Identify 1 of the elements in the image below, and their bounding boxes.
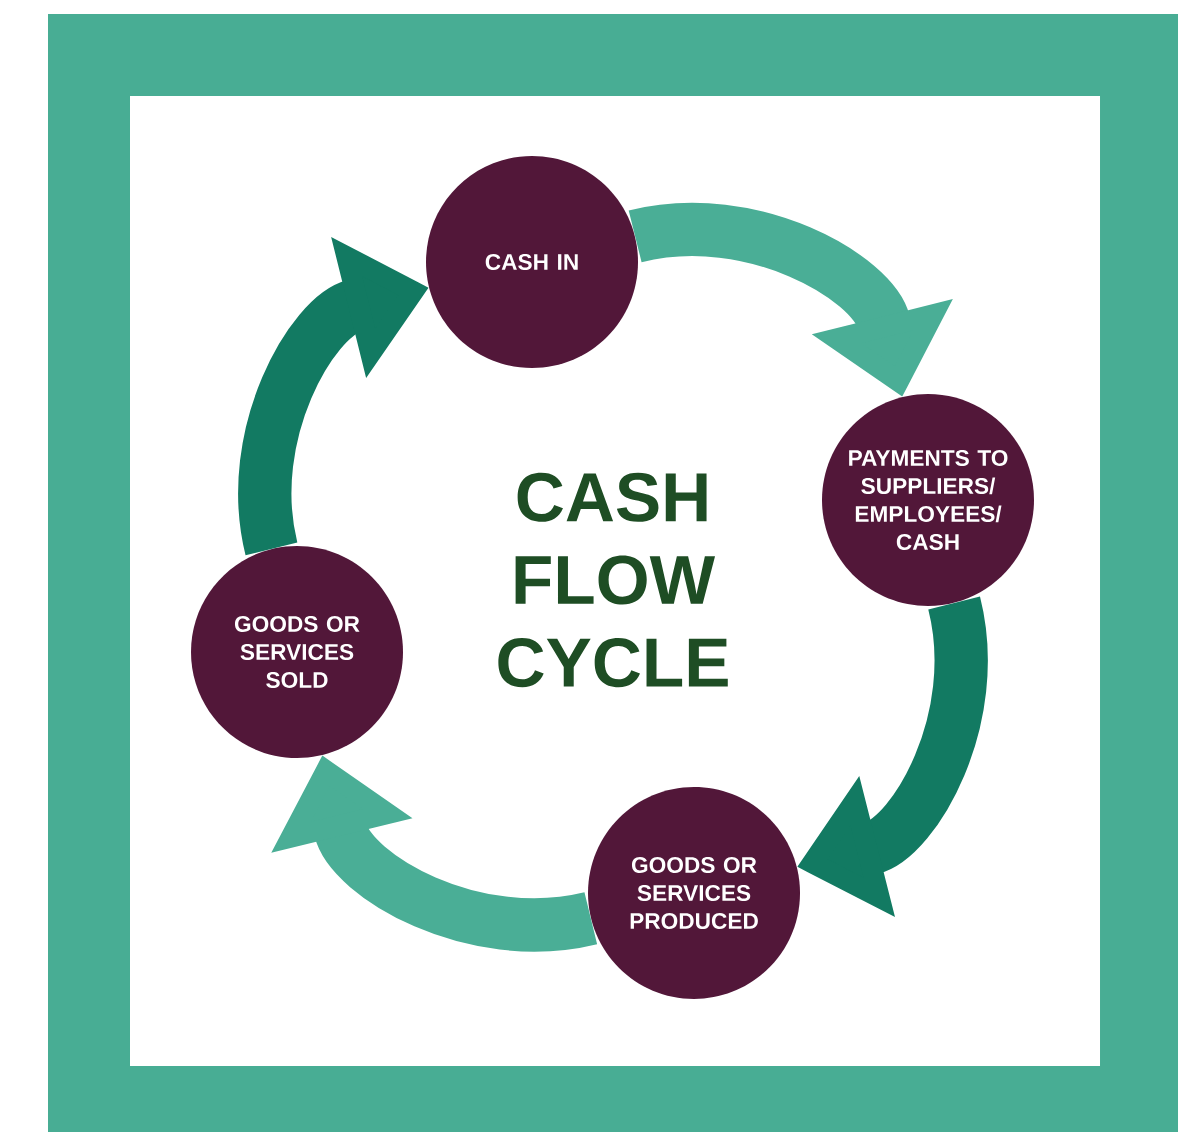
title: CASH FLOW CYCLE	[498, 472, 728, 688]
